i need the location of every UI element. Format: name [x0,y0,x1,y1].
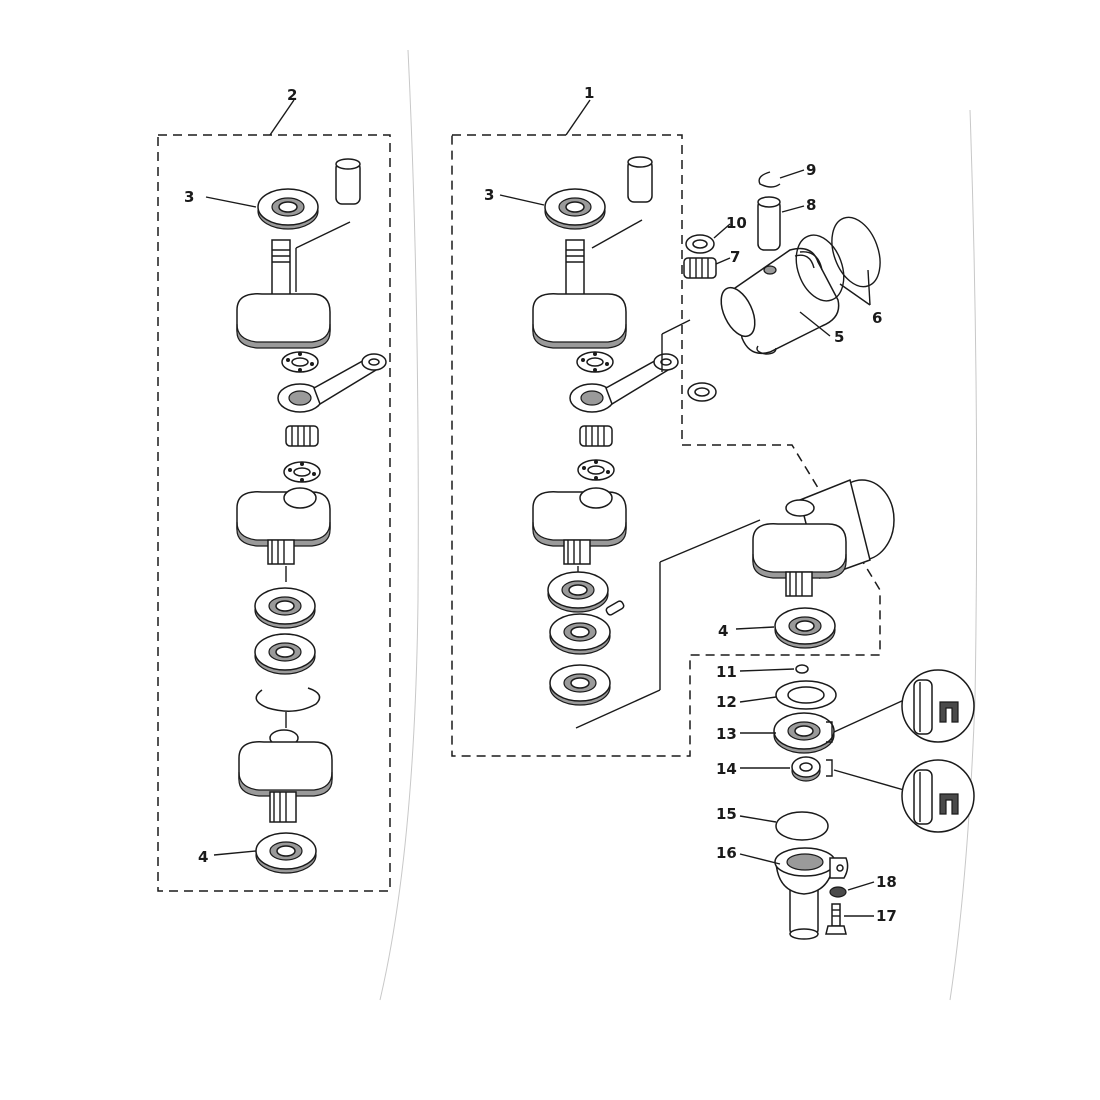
ball-bearing-4-right [774,607,836,649]
lower-bearing-right [549,664,611,706]
thrust-washer-left-2 [283,461,321,483]
snap-ring-9 [758,171,781,188]
shim-12 [775,680,837,710]
callout-6: 6 [872,309,882,327]
callout-12: 12 [716,693,737,711]
lock-washer-18 [829,886,847,898]
needle-bearing-right [579,425,613,447]
assembly-group-1 [451,99,895,757]
callout-7: 7 [730,248,740,266]
dowel-pin-left [335,158,361,205]
callout-14: 14 [716,760,737,778]
assembly-group-2 [157,99,391,892]
needle-bearing-left [285,425,319,447]
housing-16 [774,847,849,940]
callout-13: 13 [716,725,737,743]
callout-4-right: 4 [718,622,728,640]
callout-16: 16 [716,844,737,862]
screw-17 [825,903,847,935]
callout-3-right: 3 [484,186,494,204]
dowel-pin-right [627,156,653,203]
thrust-washer-right-2 [577,459,615,481]
bearing-13 [773,712,835,754]
callout-5: 5 [834,328,844,346]
callout-3-left: 3 [184,188,194,206]
detail-view-upper [901,669,975,743]
washer-10 [685,234,715,254]
group-1-dashed-frame [451,134,881,757]
page-edge-left [379,49,419,1001]
small-pin [605,600,625,616]
mid-crank-web-left [236,487,331,565]
center-bearing-right [547,571,609,613]
callout-17: 17 [876,907,897,925]
needle-bearing-7 [683,257,717,279]
o-ring-11 [795,664,809,674]
o-ring-15 [775,811,829,841]
group-2-dashed-frame [157,134,391,892]
callout-18: 18 [876,873,897,891]
thrust-washer-right-1 [576,351,614,373]
mid-crank-web-right [532,487,627,565]
callout-10: 10 [726,214,747,232]
piston-pin-8 [757,196,781,251]
snap-ring-lower [756,345,777,355]
ball-bearing-3-right [544,188,606,230]
upper-crank-shaft-left [236,239,331,349]
assembled-crank-piston [752,478,895,597]
callout-11: 11 [716,663,737,681]
washer-lower [687,382,717,402]
bearing-14 [791,756,821,782]
callout-9: 9 [806,161,816,179]
page-edge-right [949,109,978,1001]
ball-bearing-3-left [257,188,319,230]
callout-15: 15 [716,805,737,823]
retaining-ring-left [255,687,321,712]
thrust-washer-left-1 [281,351,319,373]
callout-8: 8 [806,196,816,214]
callout-group-2: 2 [287,86,297,104]
piston-5 [720,247,840,355]
center-main-bearing-left [254,587,316,629]
upper-crank-shaft-right [532,239,627,349]
detail-view-lower [901,759,975,833]
lower-crank-web-left [238,729,333,823]
seal-ring-left [254,633,316,675]
callout-group-1: 1 [584,84,594,102]
ball-bearing-4-left [255,832,317,874]
seal-right [549,613,611,655]
callout-4-left: 4 [198,848,208,866]
